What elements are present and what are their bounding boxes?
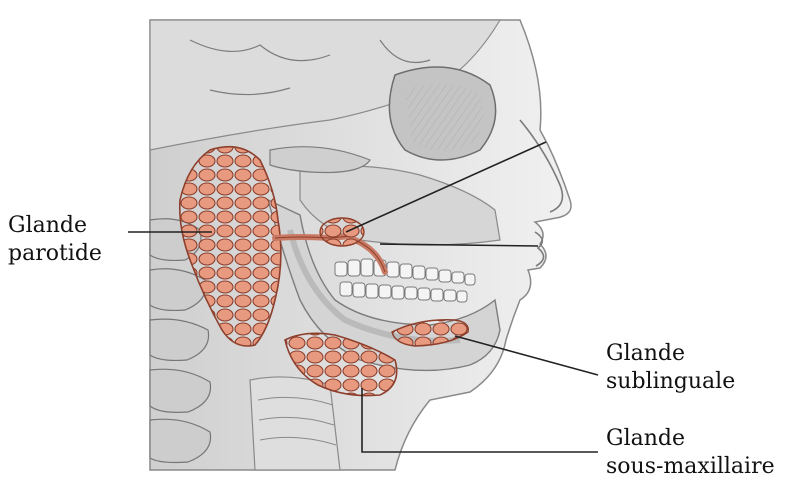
label-submandibular-gland: Glande sous-maxillaire <box>606 425 775 481</box>
label-submandibular-line1: Glande <box>606 425 775 453</box>
label-parotid-line1: Glande <box>8 212 102 240</box>
label-sublingual-line1: Glande <box>606 340 735 368</box>
accessory-parotid <box>320 218 364 246</box>
label-sublingual-gland: Glande sublinguale <box>606 340 735 396</box>
larynx <box>250 377 340 470</box>
label-parotid-gland: Glande parotide <box>8 212 102 268</box>
label-parotid-line2: parotide <box>8 240 102 268</box>
label-submandibular-line2: sous-maxillaire <box>606 453 775 481</box>
orbit-shading <box>405 84 483 151</box>
label-sublingual-line2: sublinguale <box>606 368 735 396</box>
